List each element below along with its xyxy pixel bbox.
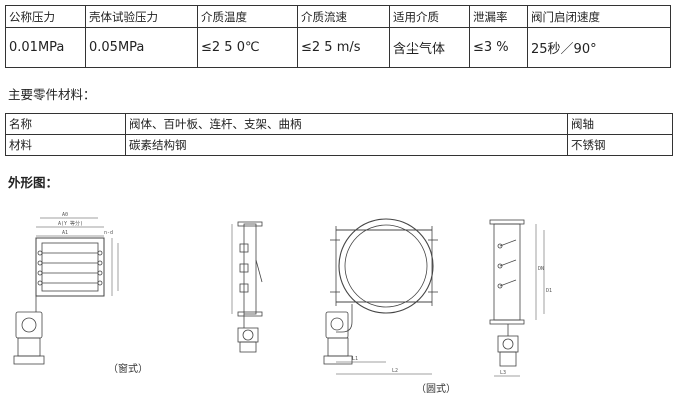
parts-row: 材料 碳素结构钢 不锈钢 [5,134,673,156]
spec-value-row: 0.01MPa 0.05MPa ≤2 5 0℃ ≤2 5 m/s 含尘气体 ≤3… [5,27,671,68]
dim-label-n-d: n-d [104,230,113,236]
materials-heading: 主要零件材料： [8,87,96,102]
parts-cell: 名称 [5,113,126,135]
dim-label-l3: L3 [500,370,506,376]
spec-value-cell: 25秒／90° [527,27,671,68]
spec-header-cell: 适用介质 [389,5,470,28]
parts-cell: 阀体、百叶板、连杆、支架、曲柄 [125,113,568,135]
dim-label-l2: L2 [392,368,398,374]
spec-value-cell: ≤2 5 m/s [297,27,390,68]
parts-table: 名称 阀体、百叶板、连杆、支架、曲柄 阀轴 材料 碳素结构钢 不锈钢 [5,113,673,156]
dim-label-a0: A0 [62,212,68,218]
spec-header-cell: 壳体试验压力 [85,5,198,28]
dim-label-a1: A1 [62,230,68,236]
window-valve-front-view: A0 A(Y 等分) A1 n-d （窗式） [13,212,148,375]
spec-value-cell: 含尘气体 [389,27,470,68]
round-valve-front-view: L1 L2 （圆式） [323,218,456,395]
parts-cell: 阀轴 [567,113,673,135]
dim-label-dn: DN [538,266,544,272]
outline-heading: 外形图： [8,175,59,190]
spec-header-cell: 阀门启闭速度 [527,5,671,28]
spec-header-cell: 介质温度 [197,5,298,28]
window-valve-side-view [231,221,263,353]
spec-table: 公称压力 壳体试验压力 介质温度 介质流速 适用介质 泄漏率 阀门启闭速度 0.… [5,5,671,68]
spec-value-cell: 0.01MPa [5,27,86,68]
spec-header-cell: 泄漏率 [469,5,528,28]
parts-cell: 不锈钢 [567,134,673,156]
spec-value-cell: ≤3 % [469,27,528,68]
caption-window-type: （窗式） [108,362,148,375]
dim-label-a-flange: A(Y 等分) [58,220,83,227]
outline-drawing: A0 A(Y 等分) A1 n-d （窗式） [13,212,552,395]
spec-header-cell: 介质流速 [297,5,390,28]
spec-header-cell: 公称压力 [5,5,86,28]
parts-cell: 材料 [5,134,126,156]
caption-round-type: （圆式） [416,382,456,395]
dim-label-d1: D1 [546,288,552,294]
round-valve-side-view: DN D1 L3 [489,219,552,377]
dim-label-l1: L1 [352,356,358,362]
parts-cell: 碳素结构钢 [125,134,568,156]
spec-header-row: 公称压力 壳体试验压力 介质温度 介质流速 适用介质 泄漏率 阀门启闭速度 [5,5,671,28]
spec-value-cell: 0.05MPa [85,27,198,68]
spec-value-cell: ≤2 5 0℃ [197,27,298,68]
parts-row: 名称 阀体、百叶板、连杆、支架、曲柄 阀轴 [5,113,673,135]
